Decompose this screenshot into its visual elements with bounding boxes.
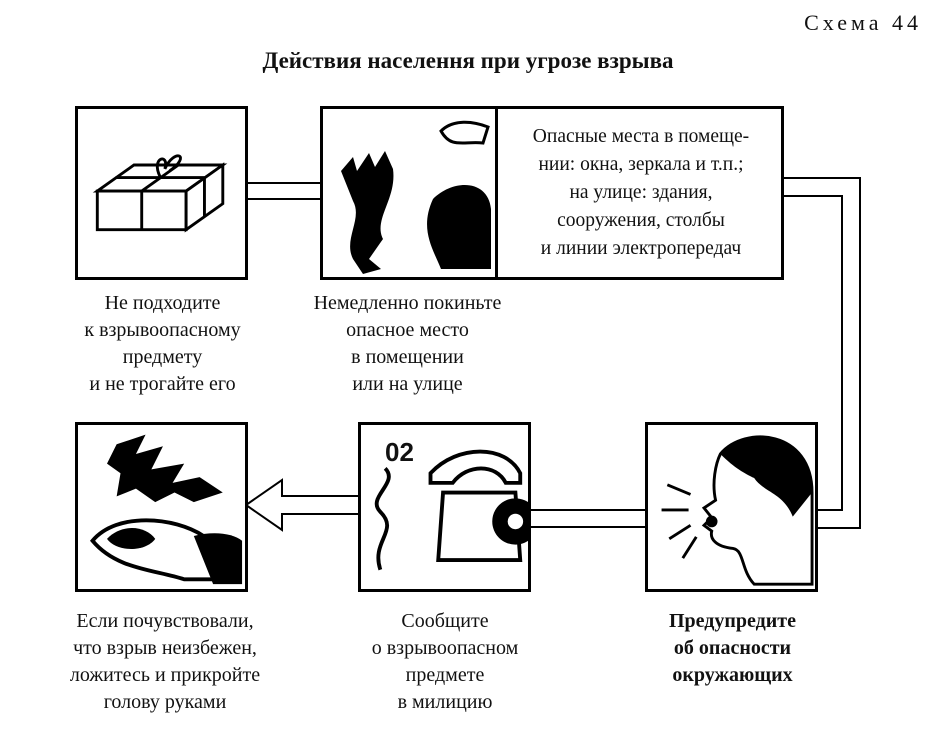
caption-lie-down: Если почувствовали, что взрыв неизбежен,… bbox=[30, 608, 300, 716]
caption-line: к взрывоопасному bbox=[84, 319, 241, 341]
arrow-phone-to-lie-down bbox=[244, 478, 361, 532]
dangerous-places-info: Опасные места в помеще- нии: окна, зерка… bbox=[501, 123, 781, 263]
caption-line: и не трогайте его bbox=[89, 373, 236, 395]
info-line: и линии электропередач bbox=[540, 238, 742, 259]
panel-warn bbox=[645, 422, 818, 592]
caption-line: опасное место bbox=[346, 319, 469, 341]
shouting-person-icon bbox=[661, 435, 814, 586]
panel-phone: 02 bbox=[358, 422, 531, 592]
info-line: на улице: здания, bbox=[569, 182, 713, 203]
caption-leave: Немедленно покиньте опасное место в поме… bbox=[285, 290, 530, 398]
telephone-icon bbox=[374, 449, 528, 571]
caption-line: ложитесь и прикройте bbox=[69, 664, 261, 686]
phone-number: 02 bbox=[385, 437, 414, 467]
panel-leave: Опасные места в помеще- нии: окна, зерка… bbox=[320, 106, 784, 280]
caption-warn: Предупредите об опасности окружающих bbox=[620, 608, 845, 689]
caption-line: Сообщите bbox=[401, 610, 489, 632]
caption-line: Если почувствовали, bbox=[76, 610, 254, 632]
caption-line: предмету bbox=[122, 346, 203, 368]
connector-package-to-leave bbox=[248, 182, 322, 200]
info-line: Опасные места в помеще- bbox=[532, 126, 750, 147]
caption-line: в милицию bbox=[397, 691, 493, 713]
caption-package: Не подходите к взрывоопасному предмету и… bbox=[40, 290, 285, 398]
scheme-number: Схема 44 bbox=[804, 10, 922, 35]
caption-line: Немедленно покиньте bbox=[313, 292, 502, 314]
panel-package bbox=[75, 106, 248, 280]
caption-line: об опасности bbox=[673, 637, 792, 659]
caption-phone: Сообщите о взрывоопасном предмете в мили… bbox=[330, 608, 560, 716]
panel-lie-down bbox=[75, 422, 248, 592]
caption-line: предмете bbox=[405, 664, 485, 686]
caption-line: Не подходите bbox=[104, 292, 221, 314]
info-line: сооружения, столбы bbox=[557, 210, 725, 231]
leave-illustration bbox=[323, 109, 498, 277]
caption-line: что взрыв неизбежен, bbox=[73, 637, 257, 659]
connector-warn-to-phone bbox=[531, 509, 645, 528]
connector-leave-to-warn bbox=[784, 177, 861, 529]
caption-line: или на улице bbox=[352, 373, 463, 395]
package-icon bbox=[92, 154, 228, 233]
lying-person-icon bbox=[90, 434, 243, 585]
diagram-title: Действия населення при угрозе взрыва bbox=[262, 48, 674, 73]
caption-line: Предупредите bbox=[668, 610, 796, 632]
caption-line: окружающих bbox=[672, 664, 793, 686]
info-line: нии: окна, зеркала и т.п.; bbox=[538, 154, 744, 175]
explosion-figure-icon bbox=[341, 120, 491, 274]
caption-line: в помещении bbox=[351, 346, 464, 368]
caption-line: голову руками bbox=[103, 691, 227, 713]
caption-line: о взрывоопасном bbox=[371, 637, 519, 659]
